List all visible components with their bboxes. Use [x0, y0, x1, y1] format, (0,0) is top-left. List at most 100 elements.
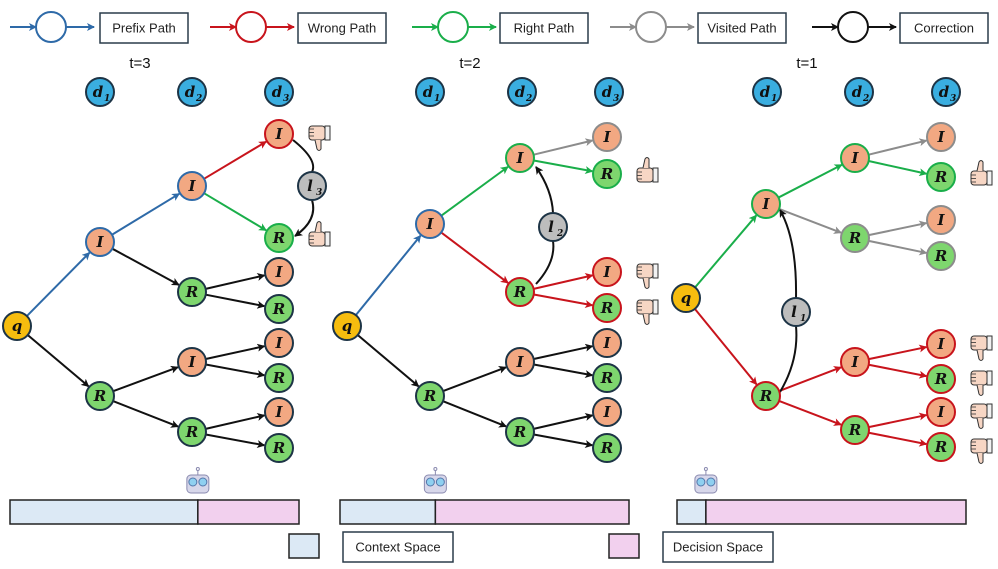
tree-node-L3h-circle — [926, 432, 956, 462]
tree-node-L3f-label: R — [272, 369, 285, 387]
tree-node-L2d-circle — [177, 417, 207, 447]
tree-node-L2b-label: R — [848, 229, 861, 247]
thumbs-down-icon-palm — [970, 438, 988, 454]
depth-node-d1-circle — [752, 77, 782, 107]
tree-node-L2a-label: I — [187, 177, 196, 195]
correction-node-label: l — [548, 218, 554, 236]
tree-node-L3c-label: I — [602, 263, 611, 281]
correction-node-subscript: 1 — [800, 314, 806, 324]
legend-item-wrong: Wrong Path — [210, 11, 387, 44]
legend-label-box — [99, 12, 189, 44]
tree-node-L2b-label: R — [513, 283, 526, 301]
tree-node-L3g: I — [592, 397, 622, 427]
tree-node-L2b: R — [840, 223, 870, 253]
tree-node-L3a-label: I — [936, 128, 945, 146]
tree-node-L3c: I — [926, 205, 956, 235]
tree-node-L2b: R — [505, 277, 535, 307]
edge-L1b-L2c — [112, 365, 179, 393]
tree-node-L3f-label: R — [600, 369, 613, 387]
legend-label-box — [899, 12, 989, 44]
tree-node-L2d-label: R — [513, 423, 526, 441]
depth-node-d3-subscript: 3 — [613, 94, 619, 104]
time-label: t=2 — [459, 55, 480, 72]
edge-L1b-L2d — [442, 400, 508, 428]
tree-node-L3d: R — [926, 241, 956, 271]
decision-space-bar — [705, 499, 967, 525]
depth-node-d2-circle — [844, 77, 874, 107]
robot-eye-right — [435, 477, 445, 487]
edge-L1a-L2b — [778, 208, 842, 234]
tree-node-L2c-label: I — [187, 353, 196, 371]
tree-node-L2a-circle — [840, 143, 870, 173]
decision-space-bar — [434, 499, 630, 525]
tree-node-L3b: R — [264, 223, 294, 253]
query-node-circle — [671, 283, 701, 313]
robot-icon — [423, 467, 447, 494]
edge-L1a-L2a — [111, 192, 181, 236]
tree-node-L2a: I — [840, 143, 870, 173]
tree-node-L3b-label: R — [934, 168, 947, 186]
edge-L1a-L2a — [440, 166, 509, 217]
edge-L2b-L3d — [205, 293, 266, 309]
edge-L2d-L3g — [533, 413, 594, 430]
edge-L1b-L2c — [442, 366, 507, 392]
edge-q-L1a — [694, 214, 758, 288]
time-label: t=3 — [129, 55, 150, 72]
thumbs-down-icon — [308, 125, 331, 151]
thumbs-up-icon-cuff — [324, 231, 331, 247]
legend-label: Correction — [914, 21, 974, 36]
edge-q-L1b — [27, 334, 90, 388]
depth-node-d1-circle — [415, 77, 445, 107]
tree-node-L2b-circle — [177, 277, 207, 307]
tree-node-L1a: I — [415, 209, 445, 239]
legend-label: Wrong Path — [308, 21, 376, 36]
edge-L2a-L3b — [533, 159, 594, 174]
robot-eye-left — [696, 477, 706, 487]
query-node-label: q — [12, 317, 23, 335]
tree-node-L3e-circle — [926, 329, 956, 359]
edge-L1b-L2d — [778, 400, 842, 426]
legend-node-circle — [635, 11, 667, 43]
thumbs-up-icon-palm — [636, 167, 654, 183]
thumbs-down-icon-thumb — [976, 384, 984, 396]
context-space-bar — [339, 499, 437, 525]
tree-node-L3a-circle — [264, 119, 294, 149]
thumbs-down-icon-hand — [970, 335, 993, 361]
correction-node-circle — [297, 171, 327, 201]
tree-node-L3f: R — [264, 363, 294, 393]
legend-label-box — [297, 12, 387, 44]
correction-node-circle — [781, 297, 811, 327]
edge-L2a-L3a — [533, 138, 594, 156]
depth-node-d1-subscript: 1 — [434, 94, 440, 104]
tree-node-L1b-label: R — [93, 387, 106, 405]
tree-node-L3b: R — [926, 162, 956, 192]
tree-node-L3e-circle — [592, 328, 622, 358]
tree-node-L2b: R — [177, 277, 207, 307]
edge-L2d-L3h — [868, 431, 928, 447]
correction-arc — [536, 167, 555, 285]
thumbs-up-icon-thumb — [314, 221, 322, 233]
space-legend-context: Context Space — [288, 531, 454, 563]
tree-node-L3e-label: I — [274, 334, 283, 352]
thumbs-down-icon-thumb — [314, 139, 322, 151]
tree-node-L1a-label: I — [761, 195, 770, 213]
edge-L2a-L3b — [868, 160, 928, 177]
tree-node-L2b-circle — [840, 223, 870, 253]
tree-node-L3b-circle — [264, 223, 294, 253]
tree-node-L3d-label: R — [934, 247, 947, 265]
tree-node-L3h-label: R — [272, 439, 285, 457]
tree-node-L3e: I — [592, 328, 622, 358]
tree-node-L2c-label: I — [850, 353, 859, 371]
tree-node-L3h-label: R — [600, 439, 613, 457]
tree-node-L3a-circle — [926, 122, 956, 152]
depth-node-d1-label: d — [760, 83, 771, 101]
edge-L2b-L3c — [868, 220, 928, 237]
legend-item-prefix: Prefix Path — [10, 11, 189, 44]
thumbs-down-icon-cuff — [652, 263, 659, 279]
depth-node-d3-label: d — [272, 83, 283, 101]
thumbs-down-icon — [970, 370, 993, 396]
